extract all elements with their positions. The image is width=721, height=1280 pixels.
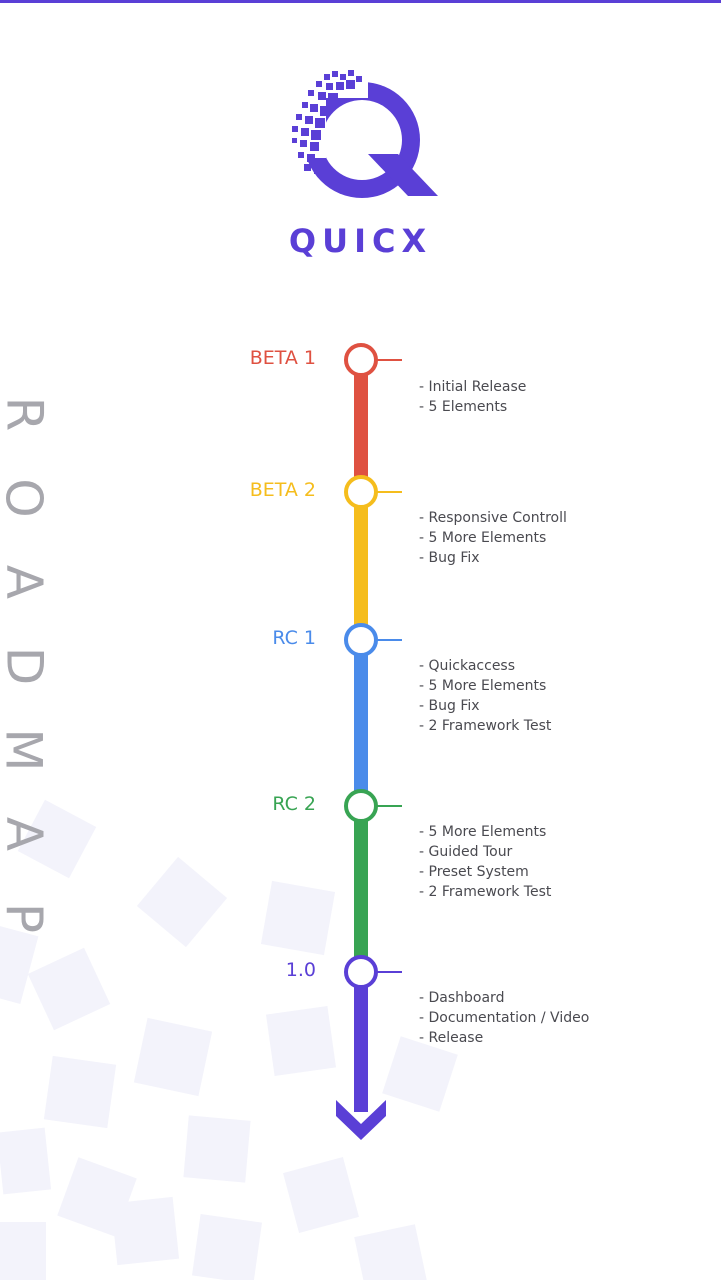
milestone-node-release — [344, 955, 378, 989]
milestone-label-release: 1.0 — [285, 959, 316, 981]
list-item: - Initial Release — [419, 379, 527, 395]
list-item: - Preset System — [419, 864, 529, 880]
list-item: - Bug Fix — [419, 698, 480, 714]
brand-name: QUICX — [288, 222, 433, 260]
list-item: - Release — [419, 1030, 484, 1046]
top-accent-bar — [0, 0, 721, 3]
timeline-arrow-head-icon — [336, 1100, 386, 1140]
milestone-items-rc2: - 5 More Elements - Guided Tour - Preset… — [419, 822, 551, 902]
list-item: - Guided Tour — [419, 844, 513, 860]
list-item: - Quickaccess — [419, 658, 516, 674]
milestone-label-beta2: BETA 2 — [249, 479, 316, 501]
milestone-node-beta1 — [344, 343, 378, 377]
list-item: - Dashboard — [419, 990, 505, 1006]
milestone-label-rc1: RC 1 — [272, 627, 316, 649]
milestone-label-beta1: BETA 1 — [249, 347, 316, 369]
quicx-logo-icon — [288, 68, 438, 198]
list-item: - 2 Framework Test — [419, 718, 552, 734]
list-item: - 5 More Elements — [419, 678, 547, 694]
milestone-node-rc1 — [344, 623, 378, 657]
list-item: - Responsive Controll — [419, 510, 567, 526]
list-item: - 2 Framework Test — [419, 884, 552, 900]
list-item: - 5 More Elements — [419, 530, 547, 546]
milestone-items-beta1: - Initial Release - 5 Elements — [419, 377, 526, 417]
milestone-items-rc1: - Quickaccess - 5 More Elements - Bug Fi… — [419, 656, 551, 736]
milestone-items-beta2: - Responsive Controll - 5 More Elements … — [419, 508, 567, 568]
milestone-items-release: - Dashboard - Documentation / Video - Re… — [419, 988, 589, 1048]
list-item: - Documentation / Video — [419, 1010, 590, 1026]
list-item: - 5 Elements — [419, 399, 508, 415]
milestone-node-beta2 — [344, 475, 378, 509]
list-item: - 5 More Elements — [419, 824, 547, 840]
milestone-label-rc2: RC 2 — [272, 793, 316, 815]
list-item: - Bug Fix — [419, 550, 480, 566]
milestone-node-rc2 — [344, 789, 378, 823]
